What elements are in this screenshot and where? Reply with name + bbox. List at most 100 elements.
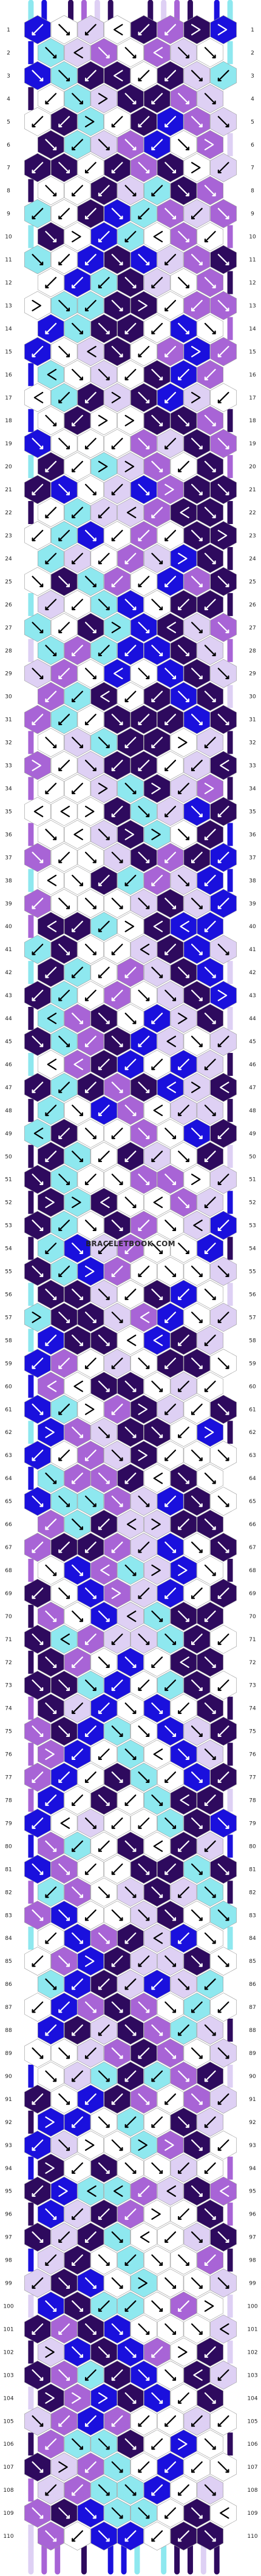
row-number-left: 72 [5, 1660, 12, 1666]
knot [64, 958, 91, 987]
knot-arrow-icon [126, 1518, 137, 1530]
knot [50, 705, 78, 734]
knot-arrow-icon [164, 1541, 177, 1553]
row-number-left: 85 [5, 1959, 12, 1965]
knot-arrow-icon [72, 783, 83, 794]
knot-arrow-icon [98, 414, 108, 427]
knot [90, 1233, 117, 1263]
knot [64, 1280, 91, 1309]
knot-arrow-icon [72, 645, 83, 657]
knot-arrow-icon [58, 254, 70, 265]
knot [50, 383, 78, 413]
knot [50, 1854, 78, 1884]
knot-arrow-icon [111, 1449, 123, 1461]
knot-arrow-icon [138, 668, 150, 680]
knot [183, 889, 211, 918]
knot-arrow-icon [45, 2438, 57, 2450]
knot [210, 1303, 237, 1332]
knot-arrow-icon [47, 368, 57, 380]
knot [50, 1395, 78, 1424]
row-number-left: 25 [5, 579, 12, 585]
knot [144, 636, 171, 665]
knot [157, 291, 184, 320]
knot-arrow-icon [124, 1012, 137, 1024]
row-number-right: 31 [249, 717, 256, 723]
knot [64, 774, 91, 803]
knot-arrow-icon [58, 529, 70, 542]
knot-arrow-icon [191, 391, 201, 403]
knot [157, 2406, 184, 2436]
row-number-left: 108 [3, 2488, 13, 2494]
knot-arrow-icon [140, 943, 150, 955]
knot-arrow-icon [220, 2507, 229, 2519]
knot [77, 1395, 104, 1424]
knot [117, 1510, 144, 1539]
knot [104, 1670, 130, 1700]
knot [50, 2406, 78, 2436]
knot-arrow-icon [72, 460, 83, 473]
knot [197, 406, 223, 436]
knot-arrow-icon [72, 1978, 83, 1990]
knot-arrow-icon [32, 254, 44, 265]
knot-arrow-icon [151, 2162, 163, 2174]
knot-arrow-icon [151, 966, 163, 978]
knot-arrow-icon [151, 2484, 163, 2496]
knot [90, 222, 117, 251]
knot-arrow-icon [98, 1932, 110, 1944]
knot-arrow-icon [138, 851, 150, 863]
knot-arrow-icon [191, 1449, 203, 1461]
knot [50, 567, 78, 596]
row-number-left: 28 [5, 648, 12, 654]
knot-arrow-icon [151, 2438, 163, 2450]
knot [38, 406, 64, 436]
row-number-right: 36 [249, 832, 256, 838]
row-number-right: 37 [249, 855, 256, 861]
knot [197, 820, 223, 849]
knot-arrow-icon [191, 2001, 203, 2013]
knot [157, 567, 184, 596]
knot [130, 751, 157, 780]
knot [64, 1141, 91, 1171]
knot-arrow-icon [72, 1748, 83, 1760]
row-number-right: 58 [249, 1338, 256, 1344]
knot-arrow-icon [217, 2093, 229, 2105]
knot [64, 2199, 91, 2229]
knot-arrow-icon [191, 2323, 203, 2335]
knot-arrow-icon [87, 345, 97, 357]
knot [130, 1303, 157, 1332]
knot-arrow-icon [164, 208, 177, 220]
knot [90, 2475, 117, 2505]
knot-arrow-icon [191, 483, 203, 496]
knot [157, 521, 184, 550]
knot [144, 222, 171, 251]
row-number-left: 4 [7, 96, 10, 102]
knot-arrow-icon [140, 1312, 150, 1323]
knot-arrow-icon [204, 93, 216, 105]
row-number-right: 57 [249, 1315, 256, 1321]
knot-arrow-icon [151, 460, 163, 473]
knot [183, 2085, 211, 2114]
knot-arrow-icon [98, 185, 110, 197]
row-number-left: 80 [5, 1844, 12, 1850]
knot-arrow-icon [124, 139, 137, 151]
row-number-right: 50 [249, 1154, 256, 1160]
knot-arrow-icon [58, 70, 70, 82]
knot [144, 1280, 171, 1309]
knot [104, 843, 130, 872]
knot [38, 1970, 64, 1999]
row-number-right: 23 [249, 533, 256, 539]
row-number-right: 27 [249, 625, 256, 631]
knot-arrow-icon [164, 24, 177, 36]
knot-arrow-icon [111, 2369, 123, 2381]
row-number-left: 68 [5, 1568, 12, 1574]
knot [77, 1164, 104, 1194]
knot-arrow-icon [204, 2116, 216, 2128]
row-number-left: 45 [5, 1039, 12, 1045]
knot [50, 107, 78, 136]
row-number-right: 22 [249, 510, 256, 516]
knot [90, 1970, 117, 1999]
knot [64, 1510, 91, 1539]
knot-arrow-icon [98, 645, 110, 657]
knot [104, 1808, 130, 1838]
knot-arrow-icon [84, 2415, 97, 2427]
